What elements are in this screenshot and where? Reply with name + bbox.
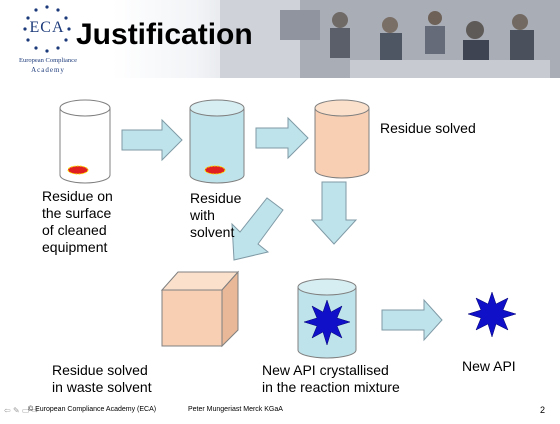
residue-dot-icon xyxy=(204,165,226,175)
api-crystal-icon xyxy=(303,299,351,346)
arrow-diagonal xyxy=(231,197,284,261)
label-new-api: New API xyxy=(462,358,516,374)
arrow-right-2 xyxy=(255,116,309,160)
logo-line2: Academy xyxy=(31,66,65,74)
footer-copyright: © European Compliance Academy (ECA) xyxy=(28,406,157,413)
prev-slide-icon[interactable]: ⇦ xyxy=(4,406,11,415)
next-slide-icon[interactable]: ⇨ xyxy=(31,406,39,415)
slide-title: Justification xyxy=(76,18,253,51)
label-residue-surface: Residue on the surface of cleaned equipm… xyxy=(42,188,113,255)
waste-solvent-box xyxy=(160,270,240,348)
logo-star-ring-icon xyxy=(23,5,71,53)
arrow-right-3 xyxy=(381,298,443,342)
slideshow-toolbar[interactable]: ⇦ ✎ ▭ ⇨ xyxy=(4,406,38,415)
slide-header xyxy=(0,0,560,78)
cylinder-crystallised xyxy=(297,278,357,359)
classroom-photo xyxy=(220,0,560,78)
logo-initials: ECA xyxy=(29,19,65,36)
label-waste-solvent: Residue solved in waste solvent xyxy=(52,362,152,395)
cylinder-solvent xyxy=(189,99,245,184)
logo-line1: European Compliance xyxy=(19,57,77,64)
pen-icon[interactable]: ✎ xyxy=(12,406,20,415)
label-residue-solved: Residue solved xyxy=(380,120,476,136)
footer-author: Peter Mungeriast Merck KGaA xyxy=(188,406,283,413)
cylinder-empty xyxy=(59,99,111,184)
arrow-down xyxy=(310,181,358,245)
arrow-right-1 xyxy=(121,118,183,162)
menu-icon[interactable]: ▭ xyxy=(21,406,30,415)
label-crystallised: New API crystallised in the reaction mix… xyxy=(262,362,400,395)
eca-logo: ECA European Compliance Academy xyxy=(6,2,94,74)
page-number: 2 xyxy=(540,405,546,415)
residue-dot-icon xyxy=(67,165,89,175)
label-residue-solvent: Residue with solvent xyxy=(190,190,242,240)
cylinder-solved xyxy=(314,99,370,179)
new-api-star-icon xyxy=(467,291,517,338)
